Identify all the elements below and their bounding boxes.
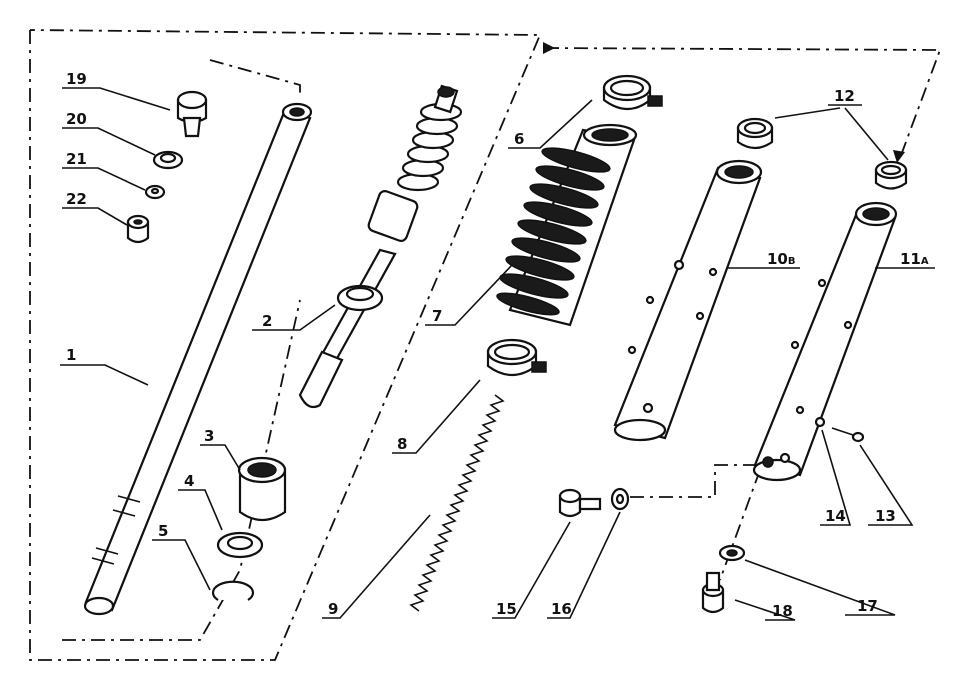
part-labels: 1 2 3 4 5 6 7 8 9 10B 11A 12 13 14 15 16… [66,70,929,620]
label-11a: 11A [900,250,929,268]
part-12-bushing-left [736,117,774,150]
label-18: 18 [772,602,793,620]
label-12: 12 [834,87,855,105]
label-16: 16 [551,600,572,618]
part-7-gaiter-ribs [496,147,611,316]
label-5: 5 [158,522,168,540]
label-2: 2 [262,312,272,330]
label-9: 9 [328,600,338,618]
part-10b-slider [613,159,763,442]
part-22-nut [126,214,150,244]
part-14-washer [814,416,826,428]
part-9-spring [409,394,505,612]
part-4-washer [216,531,264,559]
part-16-washer [610,487,630,511]
label-7: 7 [432,307,442,325]
part-6-clamp-ring [602,74,663,111]
label-10b: 10B [767,250,796,268]
part-2-spring [396,102,463,192]
part-20-washer [152,150,184,170]
label-17: 17 [857,597,878,615]
part-18-bolt [701,571,725,614]
part-17-washer [718,544,746,562]
label-4: 4 [184,472,194,490]
leader-lines [60,87,935,621]
part-3-bushing [237,456,287,522]
label-19: 19 [66,70,87,88]
part-1-fork-tube [83,102,313,616]
label-22: 22 [66,190,87,208]
arrow-head-top [543,42,555,54]
part-11a-slider [752,201,898,482]
label-11a-suffix: A [921,256,929,267]
arrow-head-right [893,150,905,163]
part-21-washer [144,184,166,200]
part-15-bolt [558,488,602,518]
label-15: 15 [496,600,517,618]
part-8-clamp-ring [486,338,547,377]
assembly-dashed-lines [29,29,942,661]
label-10b-suffix: B [788,256,796,267]
part-13-screw [831,427,865,443]
label-6: 6 [514,130,524,148]
label-10b-number: 10 [767,250,788,268]
part-7-gaiter [496,123,638,327]
label-14: 14 [825,507,846,525]
part-19-bolt [176,90,208,138]
part-2-damper-rod [298,84,463,409]
label-20: 20 [66,110,87,128]
label-8: 8 [397,435,407,453]
label-11a-number: 11 [900,250,921,268]
part-5-circlip [211,580,255,601]
part-12-bushing-right [874,160,908,190]
label-21: 21 [66,150,87,168]
label-13: 13 [875,507,896,525]
label-3: 3 [204,427,214,445]
label-1: 1 [66,346,76,364]
